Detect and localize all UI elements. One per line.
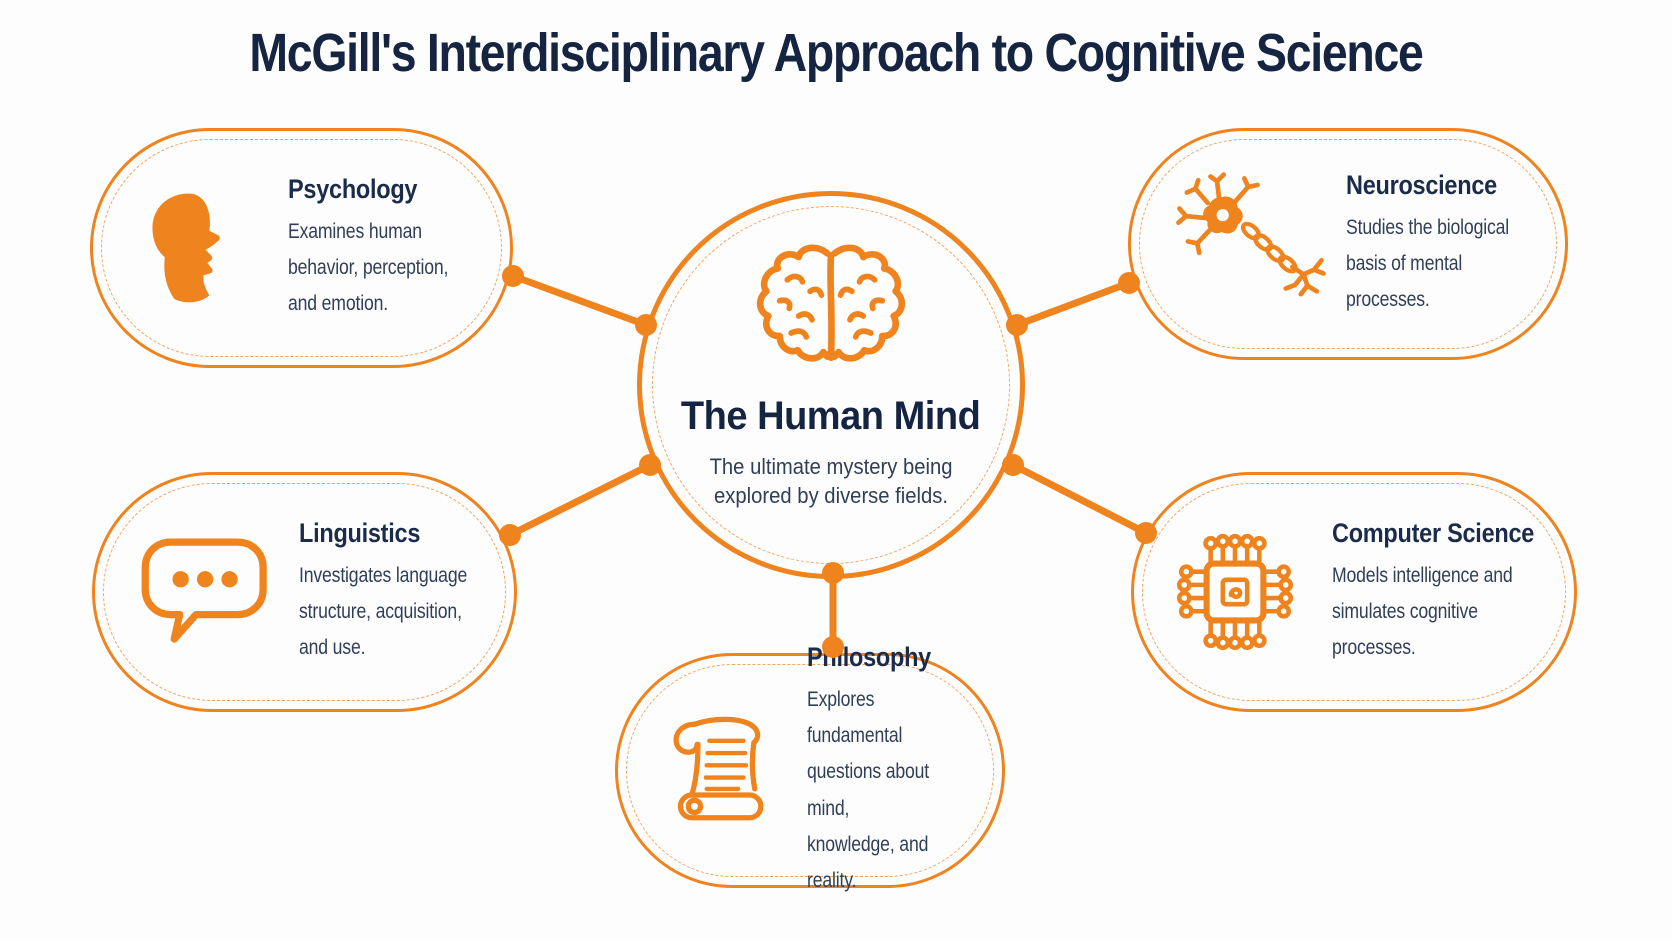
node-description-neuroscience: Studies the biological basis of mental p… [1346, 215, 1510, 312]
node-description-computer-science: Models intelligence and simulates cognit… [1332, 563, 1513, 660]
center-title: The Human Mind [681, 394, 981, 438]
connector-linguistics [499, 454, 661, 546]
page-title: McGill's Interdisciplinary Approach to C… [249, 23, 1423, 83]
node-philosophy: Philosophy Explores fundamental question… [615, 642, 1005, 892]
center-node-human-mind: The Human Mind The ultimate mystery bein… [637, 191, 1025, 579]
connector-psychology [502, 265, 657, 336]
brain-icon [755, 240, 907, 378]
center-description: The ultimate mystery being explored by d… [709, 454, 953, 509]
connector-neuroscience [1006, 272, 1140, 336]
node-psychology: Psychology Examines human behavior, perc… [90, 128, 513, 368]
node-description-psychology: Examines human behavior, perception, and… [288, 219, 449, 316]
scroll-icon [663, 712, 781, 830]
speech-bubble-icon [138, 533, 274, 651]
node-title-psychology: Psychology [288, 173, 418, 204]
node-description-philosophy: Explores fundamental questions about min… [807, 688, 930, 892]
node-title-computer-science: Computer Science [1332, 517, 1535, 548]
neuron-icon [1170, 169, 1330, 320]
node-neuroscience: Neuroscience Studies the biological basi… [1128, 128, 1568, 360]
connector-computer-science [1002, 454, 1157, 544]
head-profile-icon [143, 191, 233, 305]
node-description-linguistics: Investigates language structure, acquisi… [299, 563, 468, 660]
node-title-linguistics: Linguistics [299, 517, 421, 548]
microchip-icon [1164, 521, 1306, 663]
node-computer-science: Computer Science Models intelligence and… [1131, 472, 1577, 712]
node-linguistics: Linguistics Investigates language struct… [92, 472, 517, 712]
node-title-neuroscience: Neuroscience [1346, 169, 1497, 200]
node-title-philosophy: Philosophy [807, 642, 931, 673]
